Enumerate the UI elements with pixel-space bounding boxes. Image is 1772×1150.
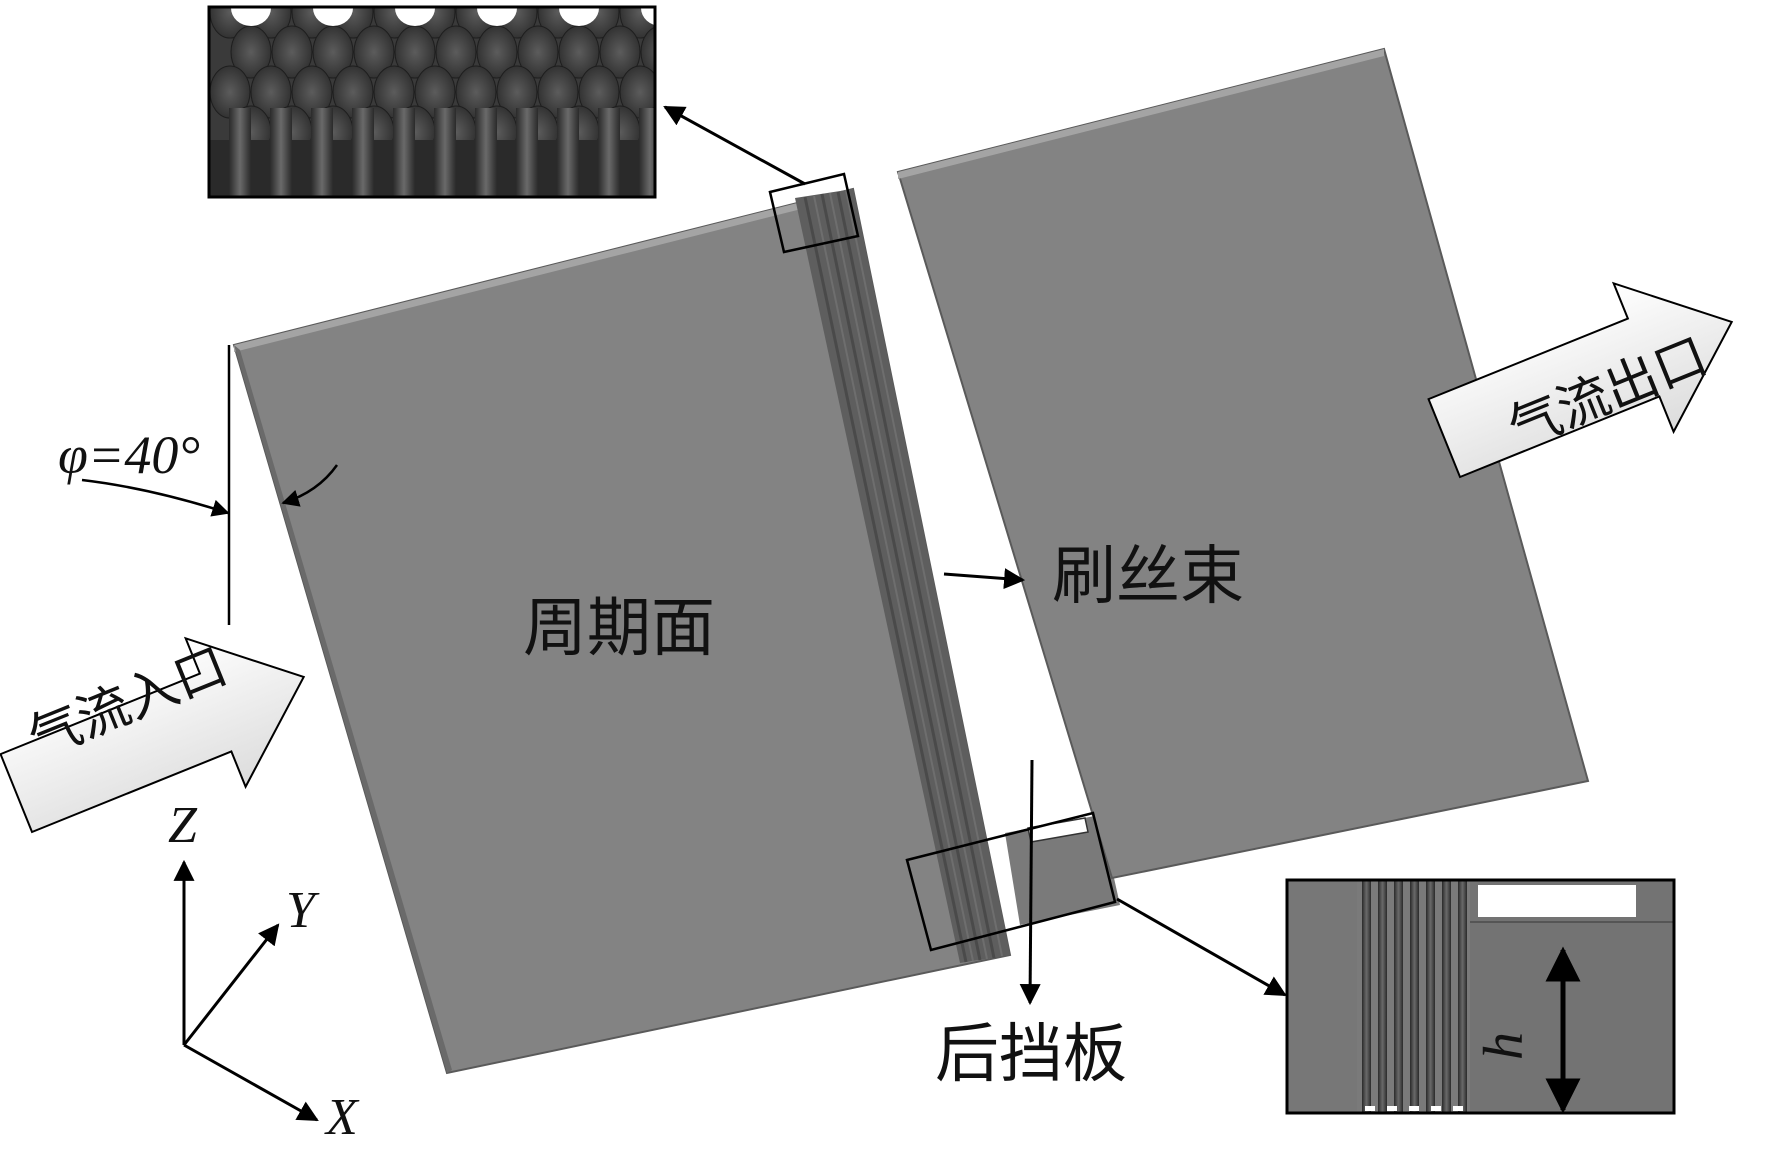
z-axis-label: Z bbox=[168, 797, 197, 854]
bristle-rod bbox=[311, 108, 333, 197]
bristle-tip bbox=[1409, 1106, 1419, 1111]
bristle-tip bbox=[1453, 1106, 1463, 1111]
y-axis-label: Y bbox=[286, 882, 315, 939]
bristle-cross-section bbox=[661, 66, 701, 118]
bristle-rod bbox=[434, 108, 456, 197]
top-gap bbox=[395, 7, 435, 26]
top-gap bbox=[477, 7, 517, 26]
bristle-cross-section bbox=[682, 26, 722, 78]
left-panel-left-edge bbox=[234, 345, 452, 1073]
periodic-face-label: 周期面 bbox=[523, 592, 715, 666]
bristle-line bbox=[1362, 880, 1371, 1113]
bottom-inset-back-plate-height bbox=[1285, 878, 1676, 1115]
x-axis bbox=[183, 1043, 319, 1122]
bristle-line bbox=[1442, 880, 1451, 1113]
x-axis-label: X bbox=[326, 1089, 358, 1146]
top-gap bbox=[559, 7, 599, 26]
angle-indicator bbox=[81, 345, 339, 625]
bristle-rod bbox=[352, 108, 374, 197]
airflow-inlet-arrow bbox=[0, 636, 306, 834]
bottom-callout-leader bbox=[1116, 897, 1287, 997]
bristle-cross-section bbox=[682, 106, 722, 158]
top-gap bbox=[641, 7, 655, 26]
bristle-tip bbox=[1387, 1106, 1397, 1111]
bristle-rod bbox=[516, 108, 538, 197]
bristle-line bbox=[1378, 880, 1387, 1113]
y-axis bbox=[182, 923, 280, 1046]
bristle-cross-section bbox=[517, 25, 559, 79]
back-plate bbox=[1005, 815, 1120, 925]
top-callout-box bbox=[768, 172, 860, 254]
top-callout-leader bbox=[663, 105, 806, 186]
bristle-line bbox=[1394, 880, 1403, 1113]
bristle-rod bbox=[598, 108, 620, 197]
bristle-line bbox=[1410, 880, 1419, 1113]
coordinate-axes bbox=[173, 859, 319, 1122]
bristle-line bbox=[1458, 880, 1467, 1113]
bristle-cross-section bbox=[271, 25, 313, 79]
bristle-cross-section bbox=[435, 25, 477, 79]
bristle-rod bbox=[270, 108, 292, 197]
right-panel-top-edge bbox=[898, 49, 1384, 179]
bristle-cross-section bbox=[661, 0, 701, 38]
height-label: h bbox=[1473, 1032, 1535, 1060]
bristle-tip bbox=[1431, 1106, 1441, 1111]
bristle-cross-section bbox=[640, 26, 655, 78]
bristle-cross-section bbox=[353, 25, 395, 79]
bristle-tip bbox=[1365, 1106, 1375, 1111]
airflow-outlet-arrow bbox=[1427, 281, 1734, 479]
top-inset-bristle-cross-section bbox=[207, 0, 722, 199]
angle-label: φ=40° bbox=[58, 425, 200, 485]
bristle-rod bbox=[393, 108, 415, 197]
bristle-cross-section bbox=[599, 25, 641, 79]
bristle-bundle-strip bbox=[795, 189, 1010, 963]
bristle-rod bbox=[639, 108, 655, 197]
top-gap bbox=[231, 7, 271, 26]
bristle-bundle-label: 刷丝束 bbox=[1052, 540, 1244, 614]
bristle-rod bbox=[557, 108, 579, 197]
bristle-bundle-pointer bbox=[943, 568, 1026, 590]
bristle-rod bbox=[229, 108, 251, 197]
back-plate-pointer bbox=[1019, 759, 1041, 1006]
top-gap bbox=[313, 7, 353, 26]
left-panel-top-edge bbox=[234, 189, 853, 352]
bristle-line bbox=[1426, 880, 1435, 1113]
back-plate-label: 后挡板 bbox=[935, 1018, 1127, 1092]
bristle-rod bbox=[475, 108, 497, 197]
